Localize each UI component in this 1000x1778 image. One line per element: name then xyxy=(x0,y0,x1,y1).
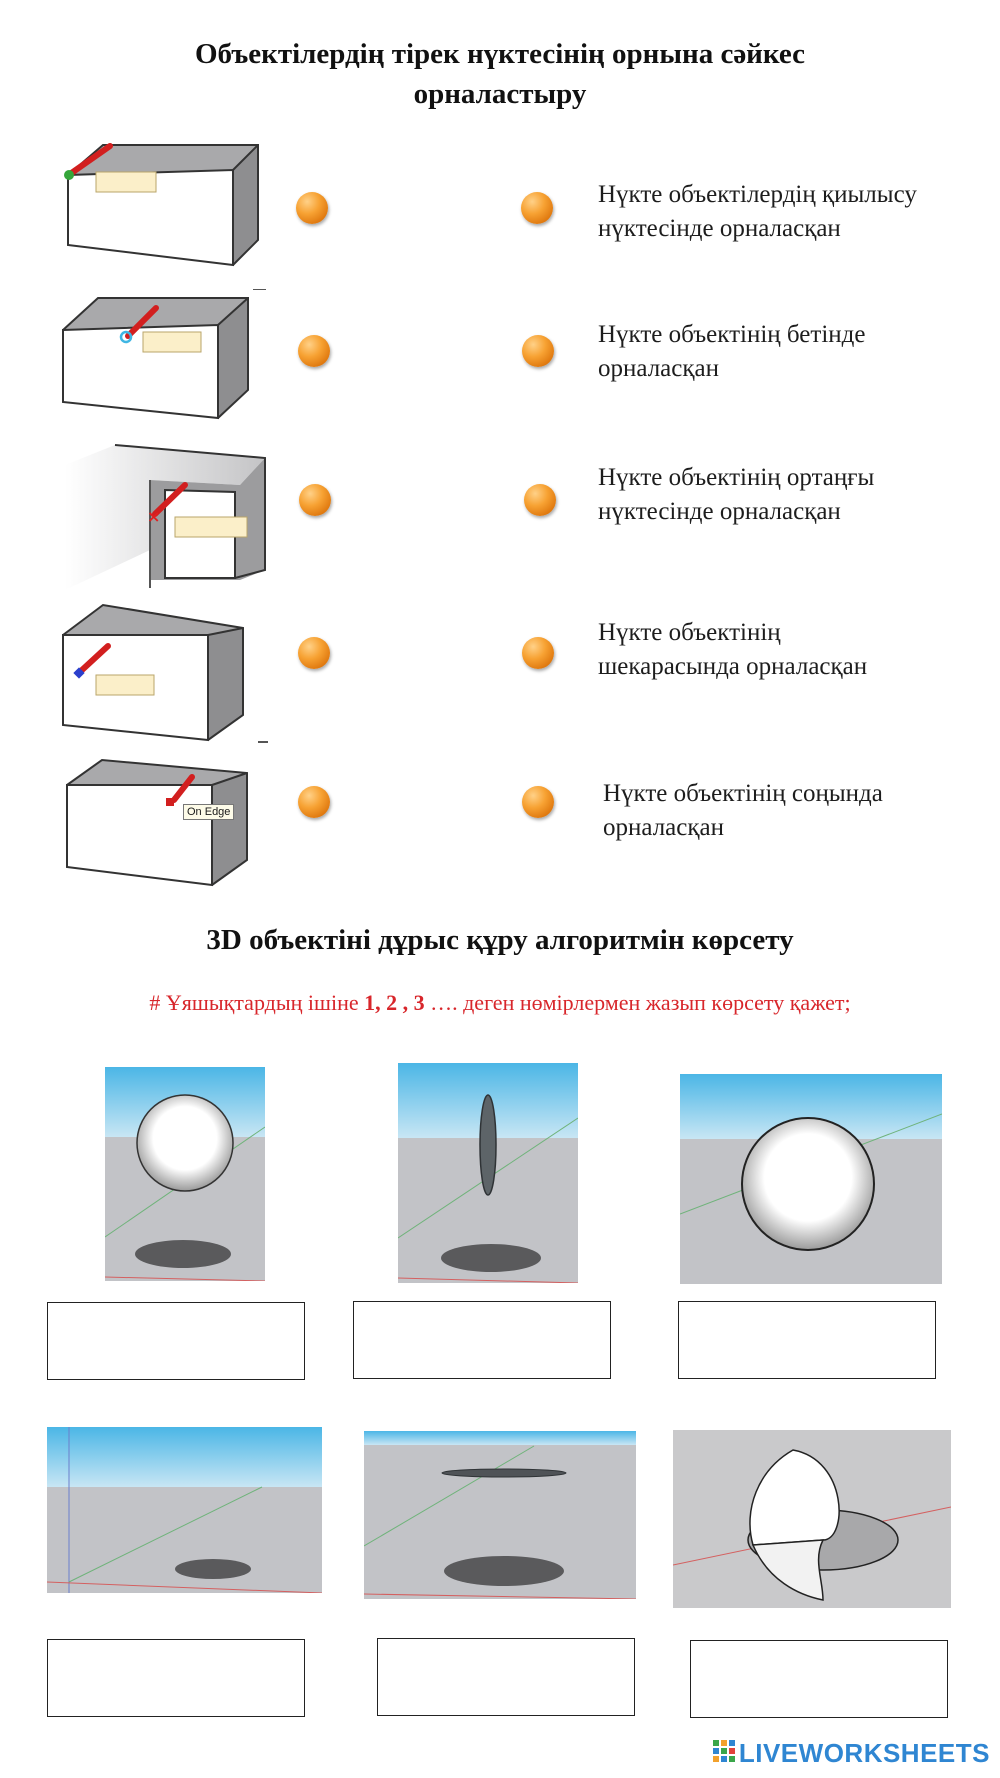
instruction-numbers: 1, 2 , 3 xyxy=(364,990,425,1015)
match-dot-left-5[interactable] xyxy=(298,786,330,818)
instruction-prefix: # Ұяшықтардың ішіне xyxy=(149,990,365,1015)
match-dot-left-2[interactable] xyxy=(298,335,330,367)
step-image-sphere-large xyxy=(680,1074,942,1284)
description-4-line1: Нүкте объектінің xyxy=(598,619,781,646)
match-dot-right-1[interactable] xyxy=(521,192,553,224)
answer-box-5[interactable] xyxy=(377,1638,635,1716)
description-1-line1: Нүкте объектілердің қиылысу xyxy=(598,181,917,208)
on-edge-tooltip: On Edge xyxy=(183,804,235,820)
brand-name: LIVEWORKSHEETS xyxy=(738,1738,990,1768)
match-dot-left-3[interactable] xyxy=(299,484,331,516)
match-title-line2: орналастыру xyxy=(413,78,587,110)
step-image-sphere-small xyxy=(105,1067,265,1281)
step-image-ground-ellipse xyxy=(47,1427,322,1593)
box-illustration-boundary xyxy=(62,603,268,743)
description-1-line2: нүктесінде орналасқан xyxy=(598,215,841,242)
description-5-line2: орналасқан xyxy=(603,814,724,841)
instruction-suffix: …. деген нөмірлермен жазып көрсету қажет… xyxy=(424,990,851,1015)
box-illustration-midpoint: × xyxy=(65,444,266,590)
answer-box-1[interactable] xyxy=(47,1302,305,1380)
description-5-line1: Нүкте объектінің соңында xyxy=(603,780,883,807)
match-dot-left-1[interactable] xyxy=(296,192,328,224)
step-image-floating-disk xyxy=(364,1431,636,1599)
instruction-text: # Ұяшықтардың ішіне 1, 2 , 3 …. деген нө… xyxy=(0,990,1000,1016)
match-dot-right-4[interactable] xyxy=(522,637,554,669)
match-dot-right-2[interactable] xyxy=(522,335,554,367)
step-image-vertical-disk xyxy=(398,1063,578,1283)
answer-box-4[interactable] xyxy=(47,1639,305,1717)
match-dot-right-5[interactable] xyxy=(522,786,554,818)
liveworksheets-brand: LIVEWORKSHEETS xyxy=(712,1738,990,1769)
description-2-line2: орналасқан xyxy=(598,355,719,382)
liveworksheets-logo-icon xyxy=(712,1740,735,1762)
algorithm-title: 3D объектіні дұрыс құру алгоритмін көрсе… xyxy=(206,924,794,956)
description-1: Нүкте объектілердің қиылысу нүктесінде о… xyxy=(598,178,917,246)
answer-box-2[interactable] xyxy=(353,1301,611,1379)
svg-text:×: × xyxy=(147,507,160,526)
description-5: Нүкте объектінің соңында орналасқан xyxy=(603,777,883,845)
description-4: Нүкте объектінің шекарасында орналасқан xyxy=(598,616,867,684)
description-3-line2: нүктесінде орналасқан xyxy=(598,498,841,525)
box-illustration-intersection xyxy=(64,143,266,290)
box-illustration-face xyxy=(62,297,249,420)
description-4-line2: шекарасында орналасқан xyxy=(598,653,868,680)
step-image-hemisphere xyxy=(673,1430,951,1608)
match-title-line1: Объектілердің тірек нүктесінің орнына сә… xyxy=(195,38,805,70)
box-illustration-endpoint xyxy=(66,758,248,887)
match-dot-left-4[interactable] xyxy=(298,637,330,669)
answer-box-3[interactable] xyxy=(678,1301,936,1379)
match-dot-right-3[interactable] xyxy=(524,484,556,516)
description-2-line1: Нүкте объектінің бетінде xyxy=(598,321,866,348)
answer-box-6[interactable] xyxy=(690,1640,948,1718)
description-2: Нүкте объектінің бетінде орналасқан xyxy=(598,318,865,386)
description-3: Нүкте объектінің ортаңғы нүктесінде орна… xyxy=(598,461,874,529)
description-3-line1: Нүкте объектінің ортаңғы xyxy=(598,464,875,491)
